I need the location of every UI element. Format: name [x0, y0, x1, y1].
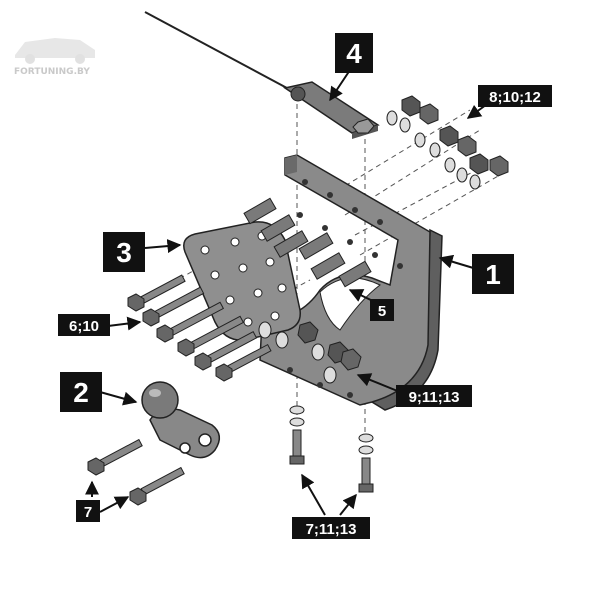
wire [144, 11, 301, 96]
label-fasteners-bottom: 7;11;13 [292, 517, 370, 539]
watermark: FORTUNING.BY [14, 38, 95, 77]
label-fasteners-right-text: 9;11;13 [409, 389, 460, 406]
bracket-nuts-washers [258, 321, 362, 384]
arrow-bolt-small-b [99, 496, 130, 513]
long-bolts [127, 274, 272, 382]
label-part-5-text: 5 [378, 303, 386, 320]
callout-labels: 4 8;10;12 3 1 5 6;10 2 9;11;13 [58, 33, 552, 539]
part-4-strap [283, 81, 380, 139]
watermark-text: FORTUNING.BY [14, 67, 90, 77]
arrow-part2 [99, 391, 138, 406]
label-fasteners-left: 6;10 [58, 314, 110, 336]
arrow-fasteners-left [107, 316, 142, 331]
label-part-2: 2 [60, 372, 102, 412]
label-part-3: 3 [103, 232, 145, 272]
label-part-5: 5 [370, 299, 394, 321]
arrow-part4 [329, 69, 351, 102]
arrow-fasteners-bottom-b [339, 493, 357, 516]
label-fasteners-top-text: 8;10;12 [489, 89, 541, 106]
label-part-2-text: 2 [73, 377, 89, 408]
label-arrows [85, 69, 491, 516]
label-fasteners-bottom-text: 7;11;13 [306, 521, 357, 538]
label-part-1-text: 1 [485, 259, 501, 290]
label-fasteners-top: 8;10;12 [478, 85, 552, 107]
label-fasteners-left-text: 6;10 [69, 318, 99, 335]
watermark-car-icon [15, 38, 95, 64]
label-part-4-text: 4 [346, 38, 362, 69]
label-bolt-small: 7 [76, 500, 100, 522]
label-part-3-text: 3 [116, 237, 132, 268]
arrow-part3 [144, 239, 182, 254]
spacer-sleeves [243, 197, 372, 288]
arrow-fasteners-right [356, 373, 401, 393]
arrow-fasteners-bottom-a [301, 473, 326, 516]
label-part-4: 4 [335, 33, 373, 73]
top-fastener-stack [386, 95, 509, 190]
label-fasteners-right: 9;11;13 [396, 385, 472, 407]
part-2-tow-ball [141, 381, 221, 459]
label-bolt-small-text: 7 [84, 504, 92, 521]
small-bolts [87, 438, 185, 506]
bottom-bolts [289, 405, 374, 493]
label-part-1: 1 [472, 254, 514, 294]
